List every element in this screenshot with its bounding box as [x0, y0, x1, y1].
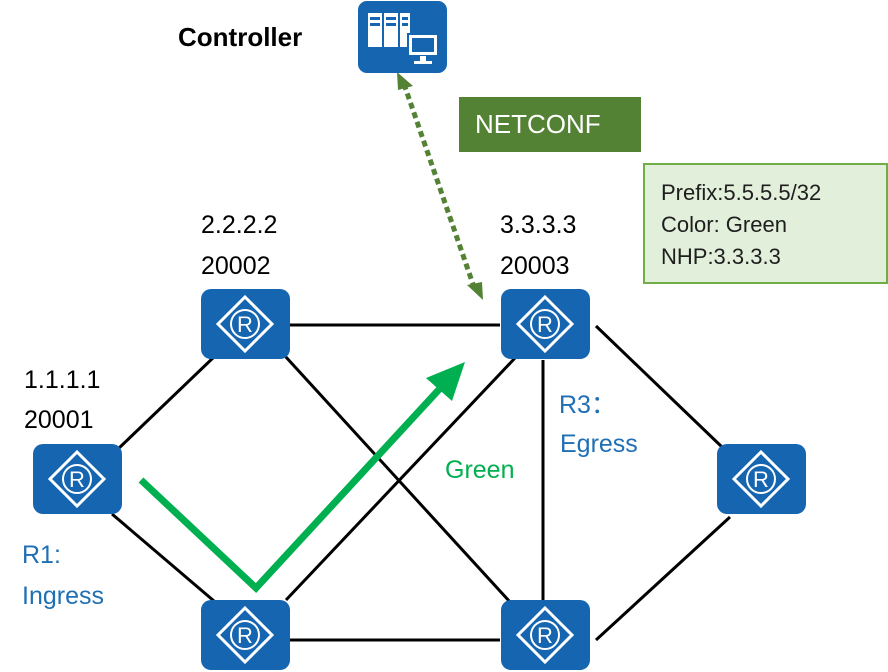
link-r1-r2: [116, 354, 217, 451]
r1-name: R1:: [22, 541, 61, 569]
link-r1-r4: [111, 512, 215, 603]
router-r4[interactable]: R: [201, 600, 290, 670]
router-r1[interactable]: R: [33, 444, 122, 514]
r1-role: Ingress: [22, 582, 104, 610]
controller-label: Controller: [178, 22, 303, 52]
controller-icon[interactable]: [358, 1, 447, 73]
netconf-arrow-down: [467, 282, 483, 300]
svg-text:R: R: [237, 312, 253, 337]
netconf-label: NETCONF: [459, 97, 641, 152]
green-path: [138, 380, 448, 593]
routers: R R R R R R: [33, 289, 806, 670]
link-r5-r6: [594, 515, 732, 642]
r3-ip: 3.3.3.3: [500, 211, 577, 239]
route-info-box: Prefix:5.5.5.5/32 Color: Green NHP:3.3.3…: [643, 163, 888, 284]
svg-text:R: R: [753, 467, 769, 492]
svg-text:R: R: [237, 623, 253, 648]
r3-role: Egress: [560, 430, 638, 458]
info-color: Color: Green: [661, 212, 787, 237]
link-r2-r5: [283, 354, 512, 604]
links: [111, 323, 732, 642]
info-prefix: Prefix:5.5.5.5/32: [661, 180, 822, 205]
router-r2[interactable]: R: [201, 289, 290, 359]
r1-sid: 20001: [24, 406, 94, 434]
path-label: Green: [445, 456, 515, 484]
green-path-arrowhead: [426, 362, 465, 401]
router-r5[interactable]: R: [501, 600, 590, 670]
router-r3[interactable]: R: [501, 289, 590, 359]
svg-text:R: R: [537, 623, 553, 648]
link-r3-r6: [594, 324, 724, 449]
netconf-link: [401, 83, 478, 291]
router-r6[interactable]: R: [717, 444, 806, 514]
link-r4-r3: [284, 356, 517, 602]
svg-text:R: R: [69, 467, 85, 492]
netconf-arrow-up: [397, 72, 413, 90]
r2-ip: 2.2.2.2: [201, 211, 278, 239]
r2-sid: 20002: [201, 252, 271, 280]
r3-sid: 20003: [500, 252, 570, 280]
svg-text:R: R: [537, 312, 553, 337]
netconf-text: NETCONF: [475, 109, 601, 139]
info-nhp: NHP:3.3.3.3: [661, 244, 781, 269]
r3-name: R3：: [559, 391, 616, 419]
r1-ip: 1.1.1.1: [24, 366, 101, 394]
